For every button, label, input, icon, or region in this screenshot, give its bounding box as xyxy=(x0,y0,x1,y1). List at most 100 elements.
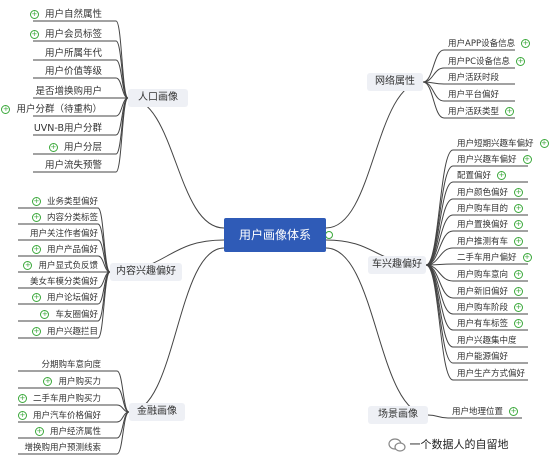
node-label: 用户置换偏好 xyxy=(457,220,509,230)
expand-plus-icon[interactable] xyxy=(522,155,532,164)
node-item[interactable]: 用户APP设备信息 xyxy=(448,39,531,49)
node-item[interactable]: 用户新旧偏好 xyxy=(457,287,524,297)
root-plus-marker xyxy=(325,231,333,239)
watermark: 一个数据人的自留地 xyxy=(388,436,509,452)
expand-plus-icon[interactable] xyxy=(516,57,526,66)
node-item[interactable]: 用户能源偏好 xyxy=(457,352,508,362)
node-item[interactable]: 用户兴趣车偏好 xyxy=(457,155,532,165)
expand-plus-icon[interactable] xyxy=(514,204,524,213)
node-item[interactable]: 用户价值等级 xyxy=(45,67,102,77)
expand-plus-icon[interactable] xyxy=(514,319,524,328)
node-item[interactable]: 用户关注作者偏好 xyxy=(30,229,98,239)
expand-plus-icon[interactable] xyxy=(514,303,524,312)
node-label: 用户平台偏好 xyxy=(448,90,500,100)
expand-plus-icon[interactable] xyxy=(514,270,524,279)
expand-plus-icon[interactable] xyxy=(505,107,515,116)
node-item[interactable]: 用户流失预警 xyxy=(45,161,102,171)
node-item[interactable]: 用户购车阶段 xyxy=(457,303,524,313)
node-label: 用户生产方式偏好 xyxy=(457,369,526,379)
category-finance[interactable]: 金融画像 xyxy=(129,403,185,421)
expand-plus-icon[interactable] xyxy=(31,327,41,336)
node-item[interactable]: 美女车模分类偏好 xyxy=(30,277,98,287)
category-content[interactable]: 内容兴趣偏好 xyxy=(110,263,182,281)
node-item[interactable]: 是否增换购用户 xyxy=(35,87,102,97)
expand-plus-icon[interactable] xyxy=(509,407,519,416)
node-item[interactable]: 用户分群（待重构） xyxy=(1,105,102,115)
expand-plus-icon[interactable] xyxy=(31,245,41,254)
node-item[interactable]: 内容分类标签 xyxy=(31,213,98,223)
category-population[interactable]: 人口画像 xyxy=(128,89,188,107)
node-label: 用户产品偏好 xyxy=(46,245,98,255)
node-item[interactable]: 二手车用户购买力 xyxy=(17,394,101,404)
node-item[interactable]: 用户汽车价格偏好 xyxy=(17,411,101,421)
node-item[interactable]: 用户平台偏好 xyxy=(448,90,499,100)
node-item[interactable]: UVN-B用户分群 xyxy=(34,124,102,134)
node-label: 用户汽车价格偏好 xyxy=(32,411,101,421)
node-item[interactable]: 用户生产方式偏好 xyxy=(457,369,525,379)
node-item[interactable]: 车友圈偏好 xyxy=(40,310,98,320)
expand-plus-icon[interactable] xyxy=(34,427,44,436)
node-item[interactable]: 用户PC设备信息 xyxy=(448,57,526,67)
expand-plus-icon[interactable] xyxy=(40,310,50,319)
expand-plus-icon[interactable] xyxy=(31,213,41,222)
expand-plus-icon[interactable] xyxy=(17,394,27,403)
node-item[interactable]: 用户所属年代 xyxy=(45,49,102,59)
node-item[interactable]: 用户颜色偏好 xyxy=(457,188,524,198)
category-network[interactable]: 网络属性 xyxy=(367,73,423,91)
node-item[interactable]: 二手车用户偏好 xyxy=(457,253,532,263)
node-label: 用户显式负反馈 xyxy=(38,261,98,271)
node-item[interactable]: 用户经济属性 xyxy=(34,427,101,437)
node-item[interactable]: 用户产品偏好 xyxy=(31,245,98,255)
expand-plus-icon[interactable] xyxy=(23,261,33,270)
node-item[interactable]: 用户有车标签 xyxy=(457,319,524,329)
expand-plus-icon[interactable] xyxy=(539,139,549,148)
expand-plus-icon[interactable] xyxy=(514,188,524,197)
node-item[interactable]: 增换购用户预测线索 xyxy=(24,443,101,453)
connector xyxy=(425,264,454,381)
expand-plus-icon[interactable] xyxy=(514,237,524,246)
node-item[interactable]: 用户自然属性 xyxy=(29,9,102,20)
node-item[interactable]: 用户置换偏好 xyxy=(457,220,524,230)
node-item[interactable]: 用户购车意向 xyxy=(457,270,524,280)
expand-plus-icon[interactable] xyxy=(29,30,39,39)
connector xyxy=(422,81,445,102)
expand-plus-icon[interactable] xyxy=(43,377,53,386)
expand-plus-icon[interactable] xyxy=(48,143,58,152)
node-label: 用户流失预警 xyxy=(44,160,102,171)
node-item[interactable]: 用户兴趣拦目 xyxy=(31,327,98,337)
category-car[interactable]: 车兴趣偏好 xyxy=(368,256,426,274)
expand-plus-icon[interactable] xyxy=(1,105,11,114)
expand-plus-icon[interactable] xyxy=(522,253,532,262)
node-label: 用户自然属性 xyxy=(44,9,102,20)
expand-plus-icon[interactable] xyxy=(521,39,531,48)
connector xyxy=(115,97,129,173)
connector xyxy=(425,264,454,348)
expand-plus-icon[interactable] xyxy=(29,10,39,19)
node-item[interactable]: 用户会员标签 xyxy=(29,30,102,40)
node-item[interactable]: 用户购买力 xyxy=(43,377,101,387)
node-item[interactable]: 用户活跃类型 xyxy=(448,107,515,117)
node-label: 用户活跃时段 xyxy=(448,73,500,83)
node-item[interactable]: 用户显式负反馈 xyxy=(23,261,98,271)
node-item[interactable]: 配置偏好 xyxy=(457,171,507,181)
node-label: 用户兴趣拦目 xyxy=(46,327,98,337)
node-item[interactable]: 用户兴趣集中度 xyxy=(457,336,517,346)
node-item[interactable]: 用户地理位置 xyxy=(452,407,519,417)
expand-plus-icon[interactable] xyxy=(497,171,507,180)
node-item[interactable]: 用户短期兴趣车偏好 xyxy=(457,139,549,149)
expand-plus-icon[interactable] xyxy=(31,293,41,302)
node-item[interactable]: 业务类型偏好 xyxy=(31,197,98,207)
expand-plus-icon[interactable] xyxy=(31,197,41,206)
node-label: 用户活跃类型 xyxy=(448,107,500,117)
node-item[interactable]: 用户推测有车 xyxy=(457,237,524,247)
node-item[interactable]: 用户分层 xyxy=(48,143,102,153)
category-scene[interactable]: 场景画像 xyxy=(368,406,428,424)
node-item[interactable]: 分期购车意向度 xyxy=(41,360,101,370)
node-item[interactable]: 用户购车目的 xyxy=(457,204,524,214)
root-node[interactable]: 用户画像体系 xyxy=(224,218,326,252)
node-item[interactable]: 用户论坛偏好 xyxy=(31,293,98,303)
expand-plus-icon[interactable] xyxy=(514,287,524,296)
node-item[interactable]: 用户活跃时段 xyxy=(448,73,499,83)
expand-plus-icon[interactable] xyxy=(17,411,27,420)
expand-plus-icon[interactable] xyxy=(514,220,524,229)
